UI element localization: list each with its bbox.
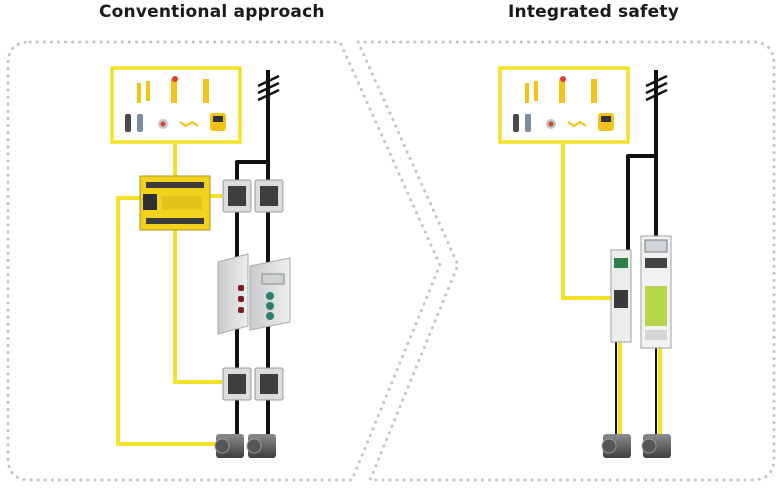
dotted-frame — [6, 40, 776, 482]
left-safety-sensors-box — [110, 66, 242, 144]
contactor-icon — [222, 179, 284, 401]
safety-sensors-icon — [513, 76, 614, 132]
integrated-safety-title: Integrated safety — [508, 2, 679, 22]
drive-icon — [217, 253, 291, 335]
right-safety-sensors-box — [498, 66, 630, 144]
right-black-wires-lower — [615, 340, 657, 440]
integrated-drive-icon — [610, 235, 672, 349]
right-black-wires — [626, 70, 658, 250]
safety-controller-icon — [139, 175, 211, 231]
power-line-icon — [257, 74, 280, 102]
safety-sensors-icon — [125, 76, 226, 132]
arrow-chevron-icon — [355, 40, 776, 482]
right-yellow-wires — [561, 142, 662, 440]
conventional-approach-title: Conventional approach — [99, 2, 325, 22]
left-yellow-wires — [116, 142, 222, 446]
motor-icon — [601, 434, 671, 458]
motor-icon — [214, 434, 276, 458]
power-line-icon — [645, 74, 668, 102]
